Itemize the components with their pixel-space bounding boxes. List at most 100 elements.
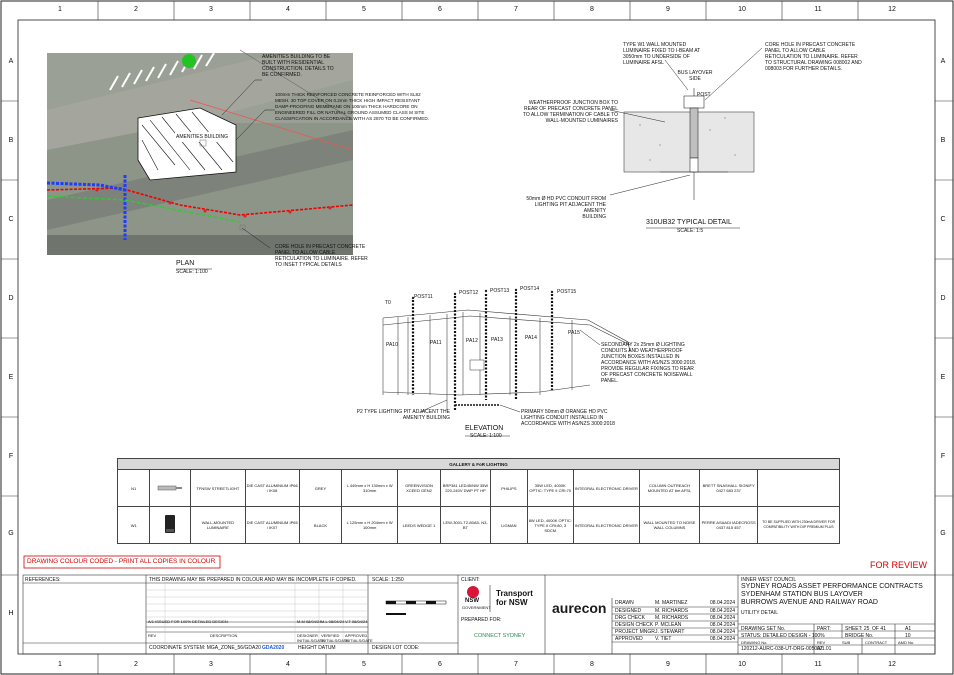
tb-gda2020: GDA2020 — [262, 645, 285, 651]
grid-col-5: 5 — [362, 6, 366, 13]
elev-post-13: POST13 — [490, 288, 510, 294]
scale-bar — [385, 600, 447, 615]
table-cell: L 125mm x H 204mm x W 100mm — [341, 506, 399, 544]
grid-row-b-right: B — [940, 137, 946, 144]
tb-connect-sydney: CONNECT SYDNEY — [474, 633, 526, 639]
tb-status: STATUS: DETAILED DESIGN - 100% — [741, 633, 825, 639]
table-cell: WALL-MOUNTED LUMINAIRE — [190, 506, 246, 544]
tb-references: REFERENCES: — [25, 577, 61, 583]
tb-sign-date-2: 08.04.2024 — [710, 608, 736, 614]
grid-col-1: 1 — [58, 6, 62, 13]
grid-col-3: 3 — [209, 6, 213, 13]
tb-rev-val: A/1.01 — [817, 646, 832, 652]
grid-row-g-right: G — [940, 530, 946, 537]
grid-col-5-bottom: 5 — [362, 661, 366, 668]
elev-panel-pa15: PA15 — [568, 330, 580, 336]
table-row: N1 TFNSW STREETLIGHT DIE CAST ALUMINIUM … — [116, 469, 840, 507]
table-cell: TFNSW STREETLIGHT — [190, 469, 246, 507]
table-cell: LEEDS WEDGE 1 — [397, 506, 441, 544]
detail-post: POST — [697, 92, 711, 98]
elev-panel-pa13: PA13 — [491, 337, 503, 343]
tb-project-line-2: SYDENHAM STATION BUS LAYOVER — [741, 591, 863, 598]
tb-sub-label: SUB — [842, 640, 851, 645]
grid-col-10-bottom: 10 — [738, 661, 746, 668]
tb-rev-col-rev: REV — [148, 633, 157, 638]
gallery-title: GALLERY & FoR LIGHTING — [117, 458, 840, 470]
detail-note-w1: TYPE W1 WALL MOUNTED LUMINAIRE FIXED TO … — [623, 42, 701, 66]
tb-sign-role-6: APPROVED — [615, 636, 643, 642]
elev-note-secondary: SECONDARY 2x 25mm Ø LIGHTING CONDUITS AN… — [601, 342, 697, 384]
luminaire-w1-image — [149, 506, 192, 544]
table-cell: BRP381 LED45/NW 35W 220-240V DWP PT HP — [439, 469, 492, 507]
tb-sign-date-6: 08.04.2024 — [710, 636, 736, 642]
tb-bridge: BRIDGE No. — [845, 633, 874, 639]
elev-panel-t0: T0 — [385, 300, 391, 306]
title-block-frame — [22, 574, 936, 655]
grid-row-f-right: F — [940, 453, 946, 460]
table-row: W1 WALL-MOUNTED LUMINAIRE DIE CAST ALUMI… — [116, 506, 840, 544]
luminaire-n1-image — [149, 469, 192, 507]
elev-note-pit: P2 TYPE LIGHTING PIT ADJACENT THE AMENIT… — [356, 409, 450, 421]
tb-sign-name-1: M. MARTINEZ — [655, 600, 688, 606]
table-cell: N1 — [116, 469, 151, 507]
elev-post-14: POST14 — [520, 286, 540, 292]
elev-panel-pa10: PA10 — [386, 342, 398, 348]
table-cell: PHILIPS — [490, 469, 528, 507]
table-cell: DIE CAST ALUMINIUM IP66 / IK08 — [244, 469, 300, 507]
table-cell: INTEGRAL ELECTRONIC DRIVER — [572, 469, 640, 507]
grid-row-c: C — [8, 216, 14, 223]
tb-aurecon-logo: aurecon — [552, 600, 607, 616]
tb-sheet: SHEET: 25 — [845, 626, 870, 632]
table-cell: L 449mm x H 130mm x W 310mm — [341, 469, 399, 507]
table-cell — [757, 469, 840, 507]
tb-of: OF 41 — [872, 626, 886, 632]
for-review-stamp: FOR REVIEW — [870, 560, 928, 570]
tb-design-lot: DESIGN LOT CODE: — [372, 645, 420, 651]
table-cell: BRETT SNASHALL SIGNIFY 0427 683 237 — [699, 469, 759, 507]
grid-col-11: 11 — [814, 6, 822, 13]
tb-project-line-3: BURROWS AVENUE AND RAILWAY ROAD — [741, 599, 878, 606]
grid-row-e: E — [8, 374, 14, 381]
grid-col-12: 12 — [888, 6, 896, 13]
elev-panel-pa12: PA12 — [466, 338, 478, 344]
elev-title: ELEVATION — [465, 425, 504, 432]
table-cell: 35W LED, 4000K OPTIC: TYPE II CRI:70 — [526, 469, 574, 507]
tb-sign-date-1: 08.04.2024 — [710, 600, 736, 606]
tb-council: INNER WEST COUNCIL — [741, 577, 797, 583]
table-cell: INTEGRAL ELECTRONIC DRIVER — [572, 506, 640, 544]
table-cell: LEW-3001-T2-80A5- N3-BT — [439, 506, 492, 544]
elev-panel-pa11: PA11 — [430, 340, 442, 346]
elev-post-11: POST11 — [414, 294, 433, 300]
grid-col-6-bottom: 6 — [438, 661, 442, 668]
tb-rev-col-approved: APPROVED INITIALS/DATE — [345, 633, 373, 643]
tb-rev-initials-1: M.M 08/04/24 — [297, 619, 322, 624]
table-cell: DIE CAST ALUMINIUM IP65 / IK07 — [244, 506, 300, 544]
table-cell: BLACK — [298, 506, 343, 544]
plan-scale: SCALE: 1:100 — [176, 269, 208, 275]
table-cell: 8W LED, 4000K OPTIC: TYPE II CRI:80, 3 S… — [526, 506, 574, 544]
tb-sign-role-3: DRG CHECK — [615, 615, 646, 621]
tb-nsw: NSW — [465, 598, 479, 604]
elevation-view — [382, 288, 631, 437]
grid-col-11-bottom: 11 — [814, 661, 822, 668]
detail-bus-layover: BUS LAYOVER SIDE — [677, 70, 713, 82]
elev-post-12: POST12 — [459, 290, 479, 296]
nsw-logo — [467, 585, 491, 612]
wall-luminaire-icon — [165, 514, 176, 533]
elev-post-15: POST15 — [557, 289, 577, 295]
tb-client-label: CLIENT: — [461, 577, 480, 583]
tb-drawing-set: DRAWING SET No. — [741, 626, 786, 632]
tb-rev-initials-3: V.T 08/04/24 — [345, 619, 368, 624]
luminaire-schedule-table: GALLERY & FoR LIGHTING N1 TFNSW STREETLI… — [116, 458, 840, 544]
grid-row-a: A — [8, 58, 14, 65]
grid-col-2: 2 — [134, 6, 138, 13]
grid-col-9-bottom: 9 — [666, 661, 670, 668]
plan-note-amenities: AMENITIES BUILDING TO BE BUILT WITH RESI… — [262, 54, 334, 78]
tb-sign-date-3: 08.04.2024 — [710, 615, 736, 621]
streetlight-icon — [158, 485, 183, 490]
grid-col-8: 8 — [590, 6, 594, 13]
tb-sign-date-5: 08.04.2024 — [710, 629, 736, 635]
tb-nsw-gov: GOVERNMENT — [462, 605, 491, 610]
